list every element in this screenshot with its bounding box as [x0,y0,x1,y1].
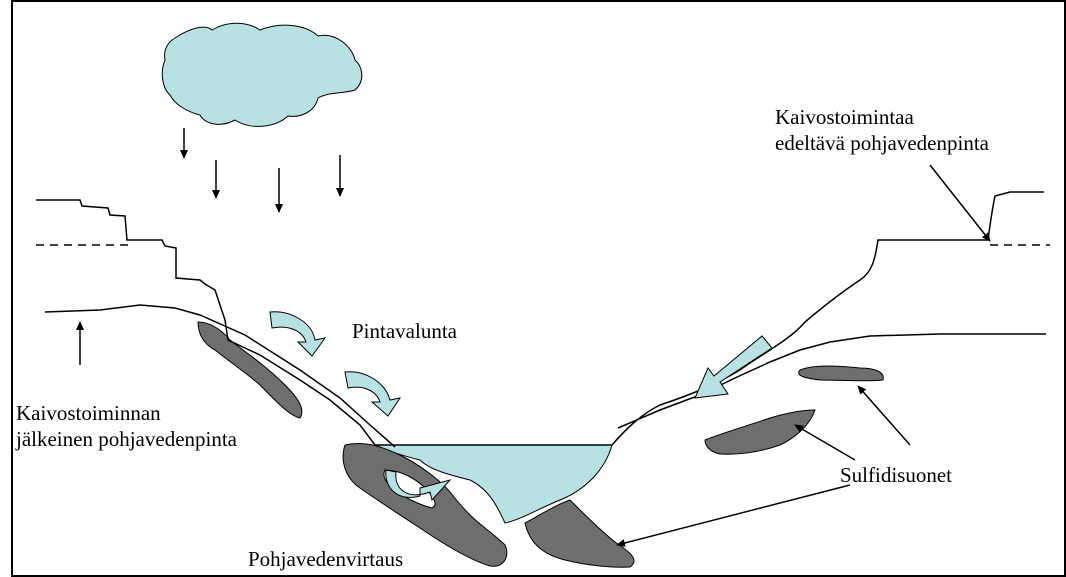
runoff-curved-arrow [270,312,325,356]
ore-body [525,500,634,567]
post-mining-label-line2: jälkeinen pohjavedenpinta [16,426,237,452]
ore-body [705,410,815,454]
surface-runoff-label: Pintavalunta [352,318,457,344]
pre-mining-water-table-label: Kaivostoimintaa edeltävä pohjavedenpinta [775,104,989,156]
sulfide-pointer [858,386,910,445]
groundwater-flow-label: Pohjavedenvirtaus [248,546,403,572]
rain-cloud [162,23,362,126]
post-mining-label-line1: Kaivostoiminnan [16,400,237,426]
post-mining-water-table-label: Kaivostoiminnan jälkeinen pohjavedenpint… [16,400,237,452]
sulfide-veins-label: Sulfidisuonet [840,462,952,488]
ore-body [799,366,884,381]
pre-mining-label-line2: edeltävä pohjavedenpinta [775,130,989,156]
sulfide-pointer [795,425,855,460]
pre-mining-pointer [930,165,990,241]
pre-mining-label-line1: Kaivostoimintaa [775,104,989,130]
sulfide-pointer [617,485,850,545]
post-mining-water-table [618,334,1046,428]
